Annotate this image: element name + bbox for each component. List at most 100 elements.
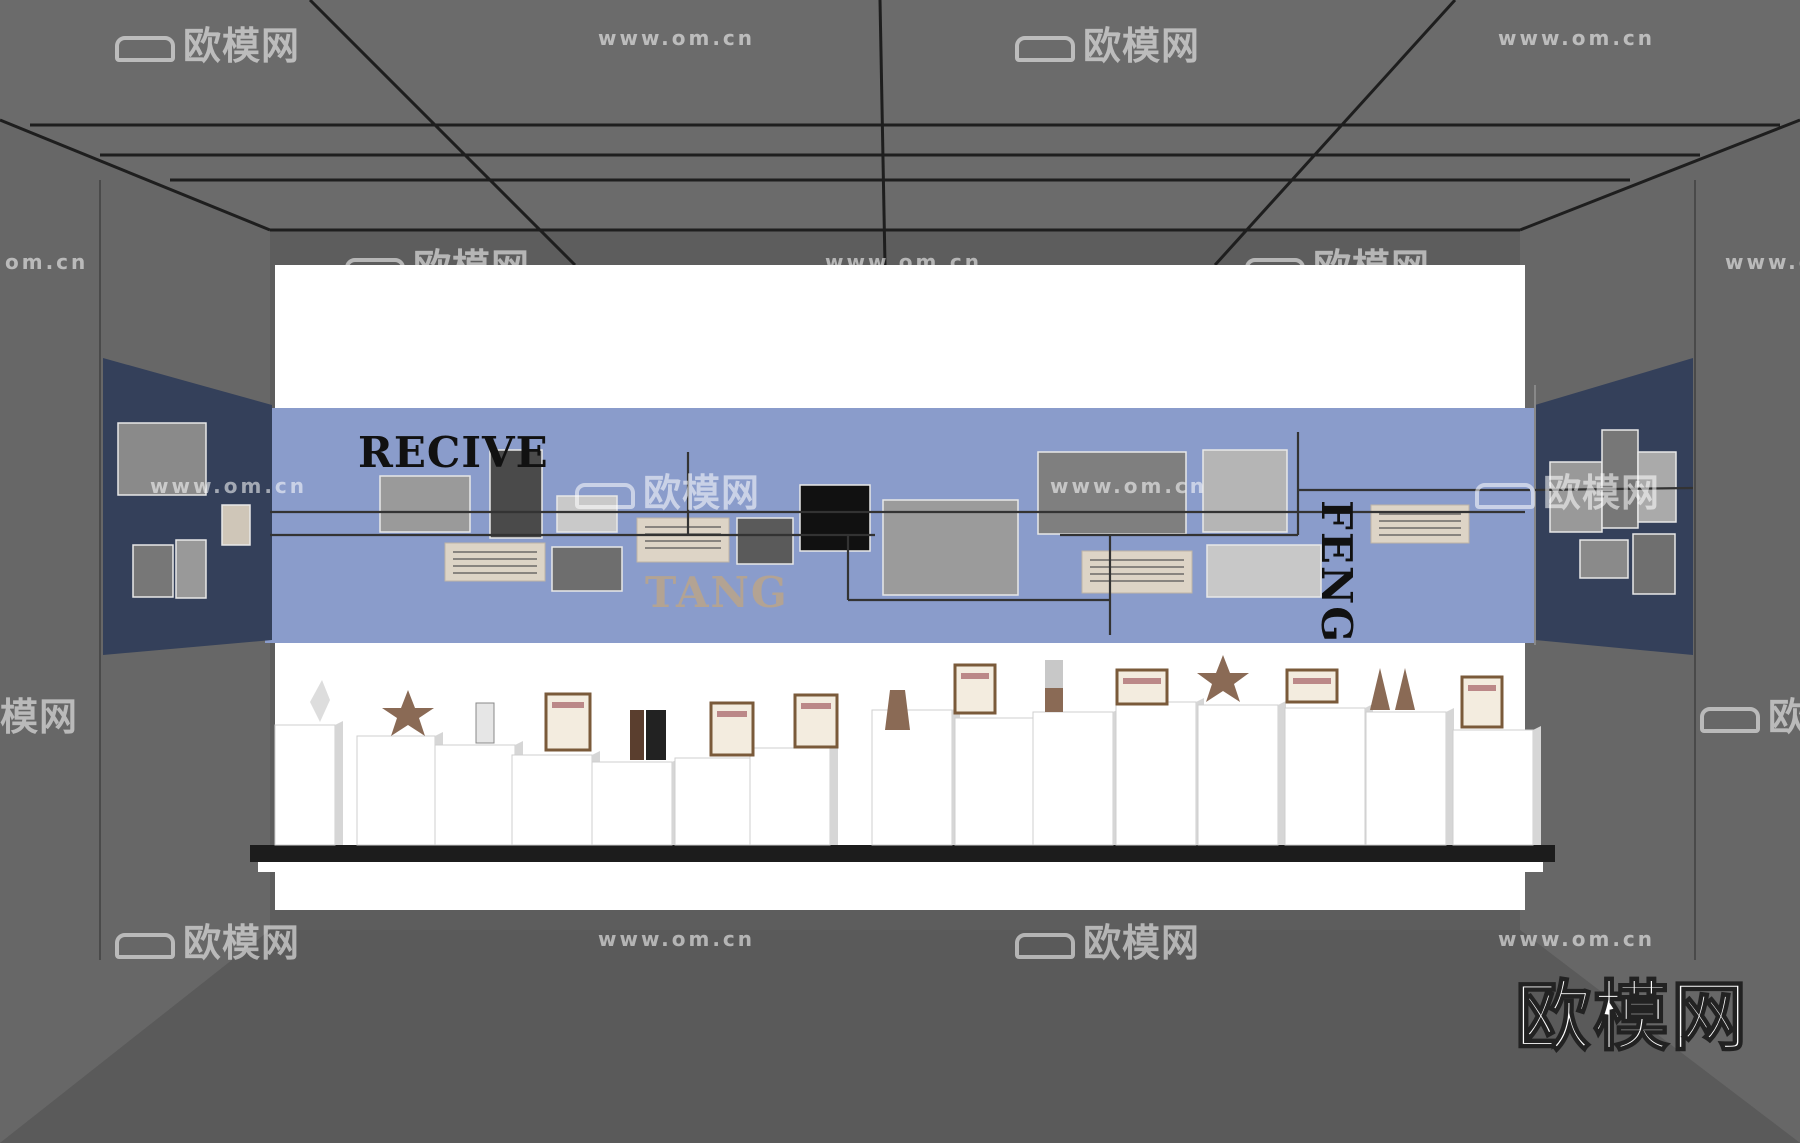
watermark-url: www.om.cn	[150, 474, 308, 498]
plinth-side	[1533, 726, 1541, 845]
ceiling-grid-line	[878, 0, 887, 266]
sculpture-icon	[630, 710, 644, 760]
white-plinth	[1452, 729, 1534, 846]
photo-frame	[1549, 461, 1603, 533]
sofa-logo-icon	[1700, 706, 1760, 733]
watermark-cn: 欧模网	[575, 462, 760, 517]
star-trophy-icon	[1197, 655, 1249, 702]
plinth-side	[1446, 708, 1454, 845]
white-plinth	[674, 757, 756, 846]
watermark-text: 欧模网	[643, 471, 761, 515]
cone-trophy	[1370, 668, 1390, 710]
photo-frame	[799, 484, 871, 552]
photo-frame	[1037, 451, 1187, 535]
white-plinth	[1032, 711, 1114, 846]
timeline-line	[1534, 486, 1694, 492]
certificate-icon	[953, 663, 997, 715]
watermark-cn: 欧模网	[115, 15, 300, 70]
white-plinth	[871, 709, 953, 846]
ceiling-grid-line	[1213, 0, 1457, 267]
glass-trophy	[475, 702, 495, 744]
photo-frame	[1206, 544, 1322, 598]
timeline-lines	[270, 432, 1694, 635]
book-award	[646, 710, 666, 760]
photo-frame	[1632, 533, 1676, 595]
watermark-cn: 欧模网	[1475, 462, 1660, 517]
watermark-text: 欧模网	[1543, 471, 1661, 515]
certificate-icon	[1285, 668, 1339, 704]
photo-frame	[1202, 449, 1288, 533]
ceiling-grid-line	[308, 0, 577, 267]
watermark-cn: 欧模网	[1245, 237, 1430, 292]
photo-frame	[379, 475, 471, 533]
watermark-url: www.om.cn	[598, 26, 756, 50]
watermark-text: 欧模网	[1083, 921, 1201, 965]
watermark-text: 欧模网	[1313, 246, 1431, 290]
photo-frame	[736, 517, 794, 565]
plinth-side	[1278, 701, 1286, 845]
certificate-icon	[709, 701, 755, 757]
brand-mark: 欧模网	[1514, 971, 1749, 1062]
ceiling-grid-line	[1519, 118, 1800, 232]
sofa-logo-icon	[115, 35, 175, 62]
white-plinth	[954, 717, 1036, 846]
certificate-icon	[1460, 675, 1504, 729]
certificate-seal	[1123, 678, 1161, 684]
photo-gallery	[117, 422, 1677, 599]
white-plinth	[749, 747, 831, 846]
caption-card	[1370, 504, 1470, 544]
sofa-logo-icon	[1015, 35, 1075, 62]
white-plinth	[1284, 707, 1366, 846]
certificate-seal	[717, 711, 747, 717]
photo-frame	[175, 539, 207, 599]
photo-frame	[132, 544, 174, 598]
watermark-text: 欧模网	[413, 246, 531, 290]
sofa-logo-icon	[1015, 932, 1075, 959]
watermark-cn: 欧模网	[115, 912, 300, 967]
photo-frame	[882, 499, 1019, 596]
watermark-text: 欧模网	[1083, 24, 1201, 68]
sofa-logo-icon	[1245, 257, 1305, 284]
watermark-url: www.om.cn	[1498, 26, 1656, 50]
certificate-seal	[1293, 678, 1331, 684]
white-plinth	[591, 761, 673, 846]
bronze-base	[1045, 688, 1063, 712]
plinth-side	[830, 744, 838, 845]
sofa-logo-icon	[345, 257, 405, 284]
watermark-url: www.om.cn	[1725, 250, 1800, 274]
photo-frame	[489, 449, 543, 539]
caption-card	[636, 517, 730, 563]
white-plinth	[511, 754, 593, 846]
photo-frame	[1637, 451, 1677, 523]
watermark-text: 欧模网	[183, 24, 301, 68]
heading-recive: RECIVE	[358, 428, 549, 477]
certificate-seal	[961, 673, 989, 679]
watermark-url: www.om.cn	[825, 250, 983, 274]
photo-frame	[1601, 429, 1639, 529]
floor	[0, 930, 1800, 1143]
white-plinth	[1365, 711, 1447, 846]
ceiling	[0, 0, 1800, 230]
display-plinths	[250, 698, 1555, 872]
watermark-url-edge: om.cn	[5, 250, 89, 274]
awards	[310, 655, 1504, 760]
star-trophy-icon	[382, 690, 434, 736]
photo-frame	[556, 495, 618, 533]
plinth-base	[250, 845, 1555, 862]
watermark-url: www.om.cn	[1050, 474, 1208, 498]
watermark-cn-partial: 模网	[0, 695, 79, 739]
sofa-logo-icon	[575, 482, 635, 509]
cone-trophy	[1395, 668, 1415, 710]
sofa-logo-icon	[1475, 482, 1535, 509]
certificate-icon	[1115, 668, 1169, 706]
caption-card	[444, 542, 546, 582]
heading-tang: TANG	[645, 568, 789, 617]
watermark-text: 欧模网	[1768, 695, 1800, 739]
photo-frame	[221, 504, 251, 546]
certificate-seal	[801, 703, 831, 709]
watermark-cn: 欧模网	[1015, 15, 1200, 70]
sofa-logo-icon	[115, 932, 175, 959]
white-plinth	[434, 744, 516, 846]
